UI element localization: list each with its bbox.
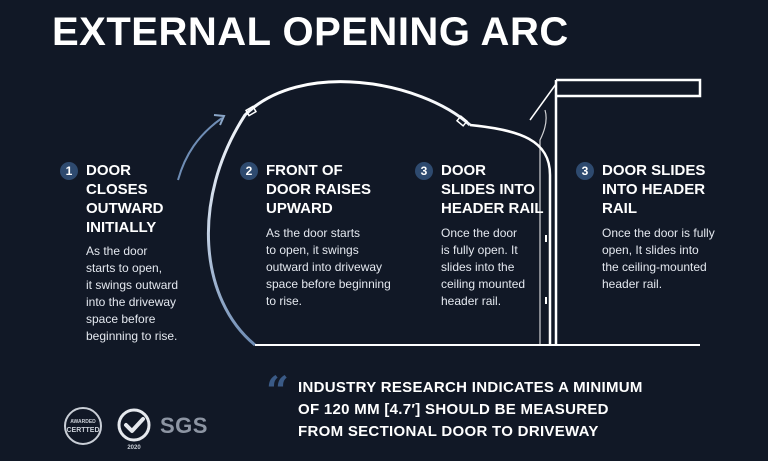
seal-text: CERTTED bbox=[66, 426, 100, 434]
step-number-badge: 3 bbox=[415, 162, 433, 180]
header-rail bbox=[556, 78, 702, 98]
research-note: INDUSTRY RESEARCH INDICATES A MINIMUM OF… bbox=[298, 379, 643, 440]
step-1: 1 DOOR CLOSES OUTWARD INITIALLY As the d… bbox=[60, 161, 210, 361]
door-track bbox=[469, 123, 552, 345]
direction-arrow bbox=[177, 117, 223, 181]
step-title: DOOR CLOSES OUTWARD INITIALLY bbox=[86, 162, 164, 236]
arrow-head bbox=[213, 114, 226, 126]
step-description: Once the door is fully open, It slides i… bbox=[602, 226, 715, 291]
step-description: As the door starts to open, it swings ou… bbox=[86, 244, 179, 343]
step-description: Once the door is fully open. It slides i… bbox=[441, 226, 526, 308]
step-title: DOOR SLIDES INTO HEADER RAIL bbox=[441, 162, 544, 217]
quote-mark-icon: “ bbox=[266, 368, 290, 415]
sgs-logo: SGS bbox=[160, 413, 208, 438]
check-mark-icon bbox=[117, 408, 151, 442]
rail-brace bbox=[529, 83, 557, 121]
opening-arc bbox=[206, 80, 472, 347]
step-number-badge: 2 bbox=[240, 162, 258, 180]
step-4: 3 DOOR SLIDES INTO HEADER RAIL Once the … bbox=[576, 161, 746, 321]
step-number-badge: 1 bbox=[60, 162, 78, 180]
badge-year: 2020 bbox=[127, 445, 141, 451]
step-description: As the door starts to open, it swings ou… bbox=[266, 226, 391, 308]
certified-seal: AWARDED CERTTED bbox=[64, 407, 102, 445]
check-badge-icon: 2020 bbox=[114, 407, 154, 451]
arc-marker bbox=[245, 105, 257, 117]
seal-ring-text: AWARDED bbox=[70, 418, 96, 425]
step-number-badge: 3 bbox=[576, 162, 594, 180]
step-3: 3 DOOR SLIDES INTO HEADER RAIL Once the … bbox=[415, 161, 555, 321]
page-title: EXTERNAL OPENING ARC bbox=[52, 10, 569, 54]
arc-marker bbox=[455, 115, 469, 127]
door-track-inner bbox=[539, 109, 547, 345]
step-2: 2 FRONT OF DOOR RAISES UPWARD As the doo… bbox=[240, 161, 410, 321]
step-title: FRONT OF DOOR RAISES UPWARD bbox=[266, 162, 372, 217]
step-title: DOOR SLIDES INTO HEADER RAIL bbox=[602, 162, 706, 217]
